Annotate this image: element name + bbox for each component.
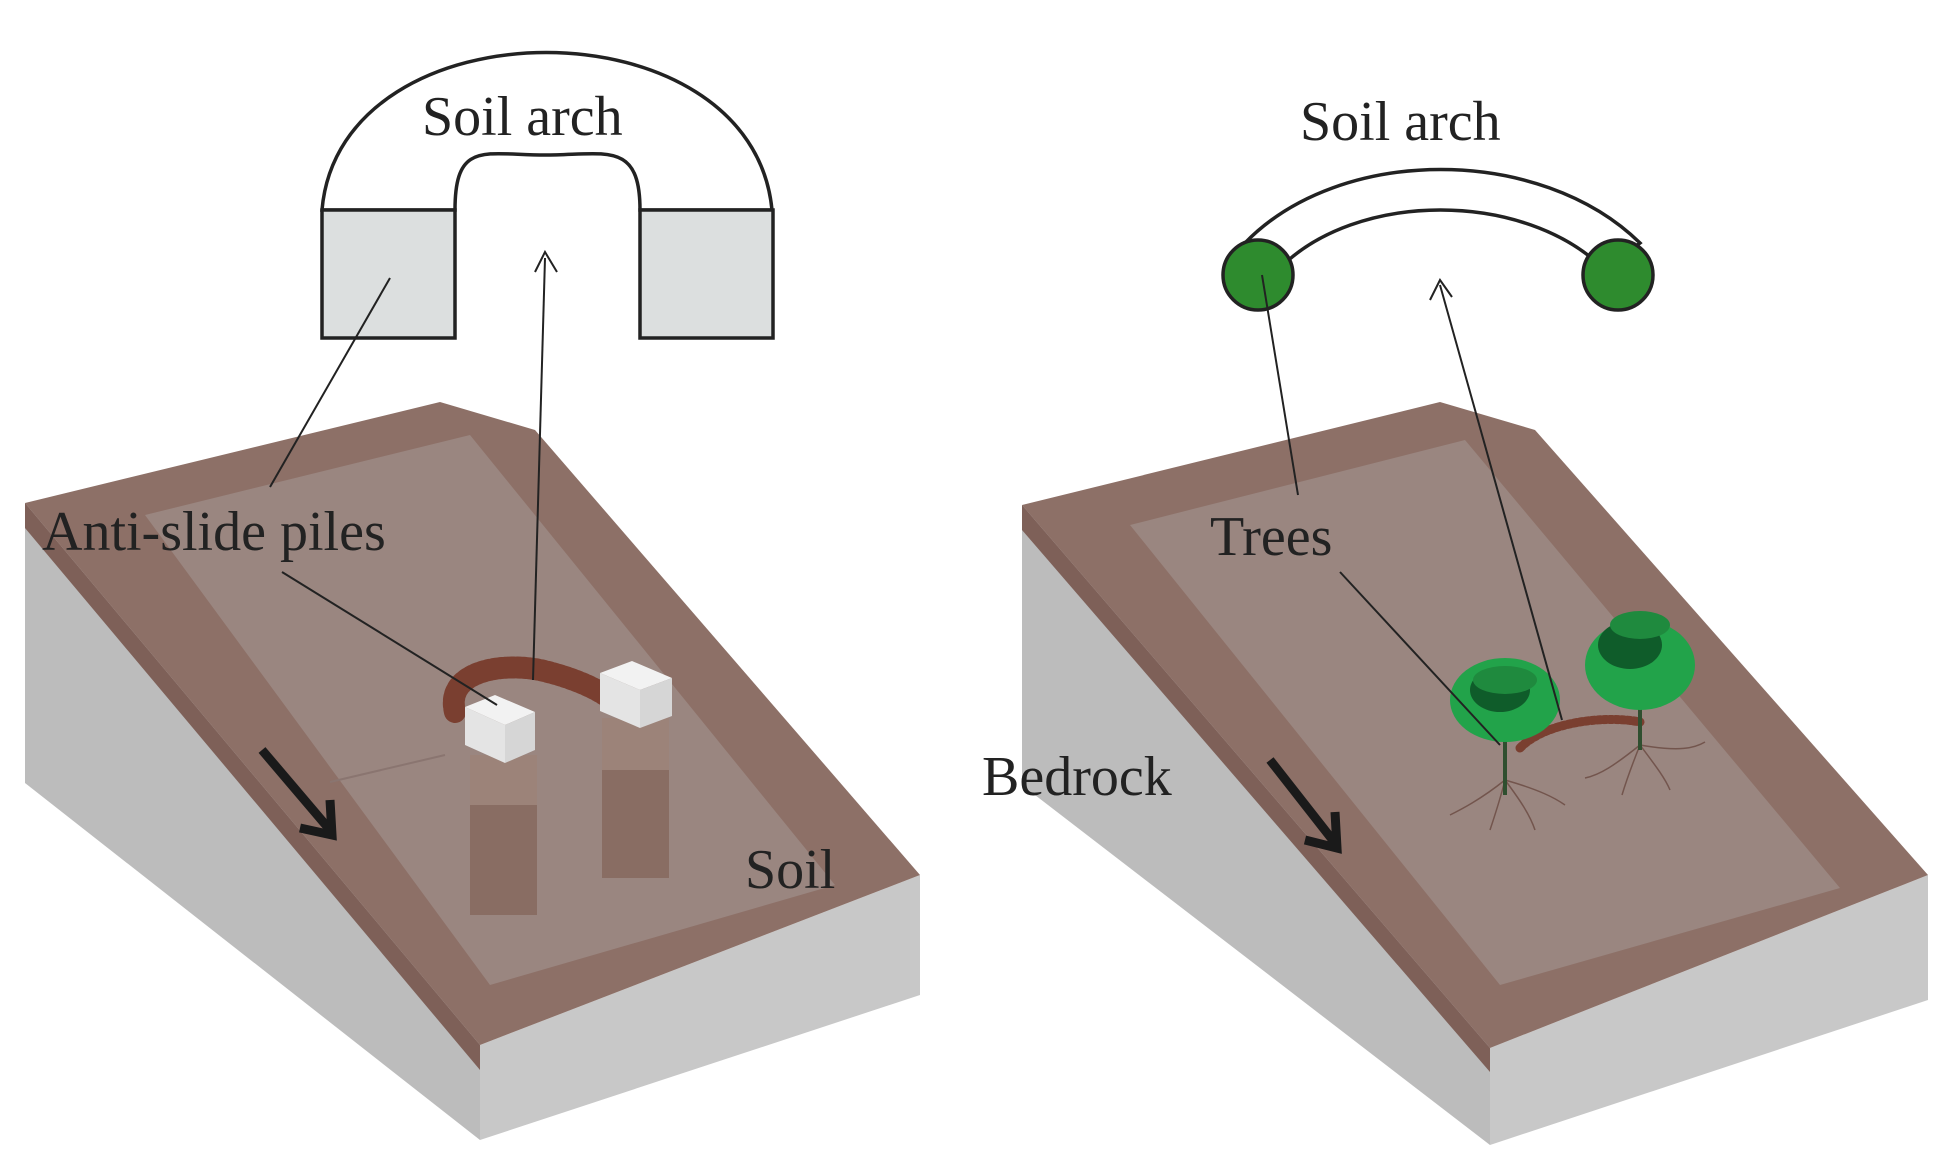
right-leader-arch-to-schematic bbox=[1439, 284, 1563, 721]
left-slide-direction-arrow bbox=[258, 747, 337, 841]
left-pile-1-shaft-shade bbox=[470, 805, 537, 915]
soil-label: Soil bbox=[745, 839, 835, 901]
right-arch-tree-node-left bbox=[1221, 238, 1295, 312]
left-pile-2-front bbox=[600, 673, 640, 728]
anti-slide-piles-label: Anti-slide piles bbox=[42, 501, 386, 563]
right-bedrock-right-face bbox=[1490, 875, 1928, 1145]
left-arch-pile-right bbox=[638, 208, 775, 340]
left-pile-2-top bbox=[600, 661, 672, 690]
right-arch-label: Soil arch bbox=[1300, 91, 1501, 153]
left-pile-2 bbox=[600, 661, 672, 878]
right-soil-front-edge bbox=[1022, 505, 1490, 1072]
right-soil-arch-on-slope bbox=[1515, 714, 1645, 753]
left-slope-seam bbox=[329, 754, 446, 783]
left-arch-pile-left bbox=[320, 208, 457, 340]
left-pile-1-top bbox=[465, 695, 535, 725]
right-slide-direction-arrow bbox=[1266, 757, 1342, 854]
right-arch-schematic: Soil arch bbox=[1221, 91, 1655, 312]
right-tree-1-foliage-top bbox=[1473, 666, 1537, 694]
left-pile-1-front bbox=[465, 707, 505, 763]
left-soil-front-edge bbox=[25, 503, 480, 1070]
right-leader-trees-to-schematic bbox=[1261, 274, 1299, 496]
left-arch-label: Soil arch bbox=[422, 86, 623, 148]
right-tree-2 bbox=[1585, 611, 1695, 750]
left-leader-label-to-pile bbox=[281, 571, 498, 706]
left-panel: Soil arch Anti-slide piles Soil bbox=[25, 50, 920, 1140]
left-soil-arch-on-slope bbox=[442, 656, 626, 723]
left-leader-pile-to-schematic bbox=[269, 277, 391, 488]
right-arch-tree-node-right bbox=[1581, 238, 1655, 312]
left-pile-2-side bbox=[640, 678, 672, 728]
bedrock-label: Bedrock bbox=[982, 746, 1172, 808]
right-leader-arch-arrowhead bbox=[1429, 278, 1453, 301]
right-panel: Soil arch Trees Bedrock bbox=[982, 91, 1928, 1145]
left-pile-1 bbox=[465, 695, 537, 915]
left-arch-schematic: Soil arch bbox=[320, 50, 775, 340]
right-arch-outline bbox=[1242, 167, 1643, 273]
trees-label: Trees bbox=[1210, 506, 1332, 568]
left-pile-1-side bbox=[505, 712, 535, 763]
right-tree-2-foliage-top bbox=[1610, 611, 1670, 639]
left-leader-arch-to-schematic bbox=[532, 257, 546, 681]
left-leader-arch-arrowhead bbox=[534, 249, 558, 273]
left-pile-2-shaft-shade bbox=[602, 770, 669, 878]
right-leader-label-to-tree bbox=[1339, 571, 1501, 746]
left-bedrock-right-face bbox=[480, 875, 920, 1140]
